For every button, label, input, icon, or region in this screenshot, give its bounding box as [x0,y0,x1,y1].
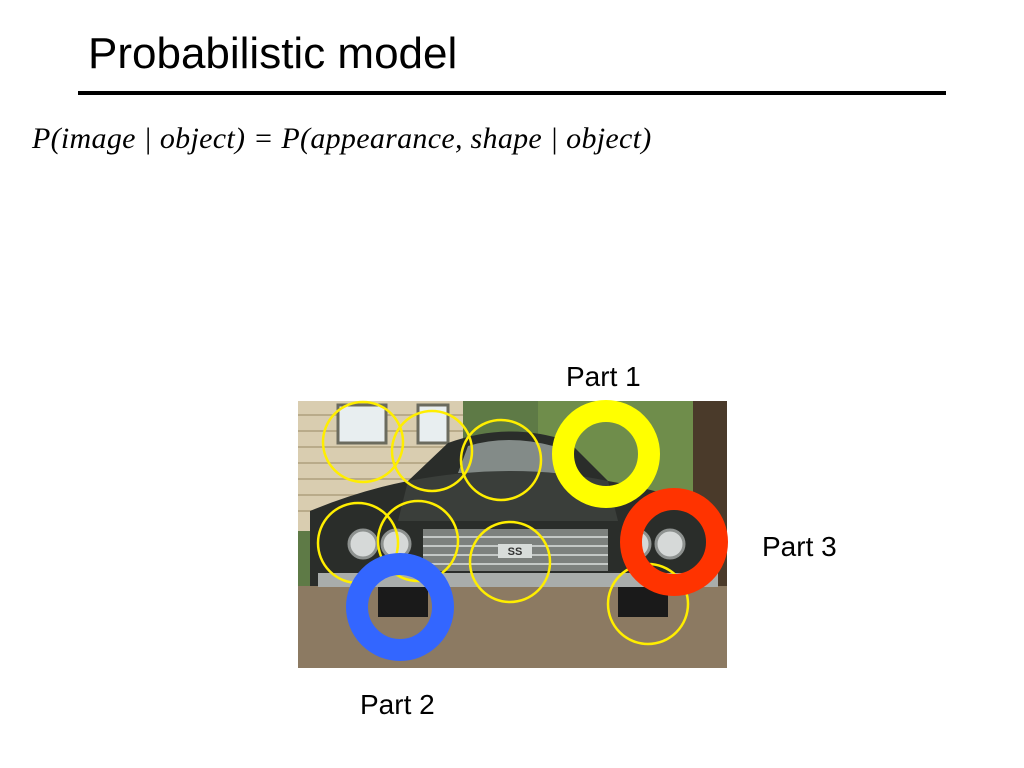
headlight-left-inner [380,528,412,560]
slide-title: Probabilistic model [88,29,458,78]
bumper [318,573,718,587]
hood [398,471,618,521]
headlight-right-outer [654,528,686,560]
window-left [336,403,388,445]
car-photo-illustration: SS [298,401,727,668]
window-right [416,403,450,445]
emblem-text: SS [508,546,523,558]
headlight-left-outer [347,528,379,560]
part-1-label: Part 1 [566,361,641,392]
car-photo: SS [298,401,727,668]
part-2-label: Part 2 [360,689,435,720]
tire-left [378,587,428,617]
headlight-right-inner [620,528,652,560]
tire-right [618,587,668,617]
title-divider [78,91,946,95]
probability-formula: P(image | object) = P(appearance, shape … [32,122,652,155]
part-3-label: Part 3 [762,531,837,562]
